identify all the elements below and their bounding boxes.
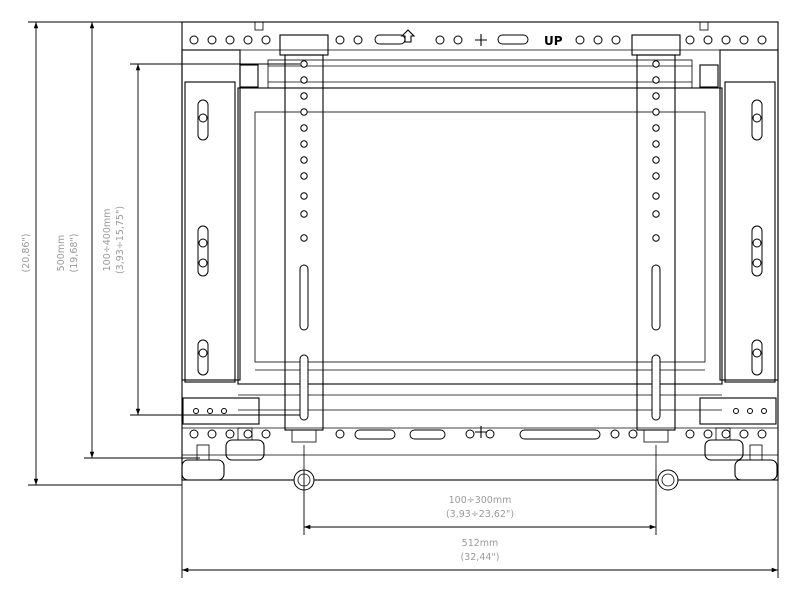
right-side-bracket — [699, 49, 779, 425]
plate-hole — [610, 429, 620, 439]
plate-hole — [703, 35, 713, 45]
dimension-overall-width — [181, 480, 779, 578]
plate-hole — [243, 35, 253, 45]
plate-hole — [593, 35, 603, 45]
arm-hole — [652, 76, 660, 84]
arm-hole — [300, 76, 308, 84]
plate-hole — [189, 35, 199, 45]
vesa-arm-holes — [300, 60, 660, 242]
plate-hole — [335, 35, 345, 45]
right-vesa-arm — [631, 34, 681, 491]
bracket-height-in-label: (19,68") — [69, 234, 80, 273]
plate-hole — [685, 429, 695, 439]
arm-hole — [300, 108, 308, 116]
dimension-vesa-vertical — [130, 63, 300, 416]
plate-hole — [243, 429, 253, 439]
plate-hole — [685, 35, 695, 45]
adjustment-knobs — [181, 427, 778, 481]
arm-hole — [652, 140, 660, 148]
vesa-vertical-mm-label: 100÷400mm — [102, 209, 113, 272]
plate-hole — [757, 35, 767, 45]
plate-hole — [465, 429, 475, 439]
plate-hole — [628, 429, 638, 439]
up-label: UP — [544, 34, 563, 48]
plate-hole — [721, 429, 731, 439]
vesa-horizontal-in-label: (3,93÷23,62") — [446, 509, 514, 520]
plate-holes — [189, 35, 767, 439]
dimension-vesa-horizontal — [303, 470, 657, 535]
overall-width-mm-label: 512mm — [462, 538, 499, 549]
plate-hole — [721, 35, 731, 45]
arm-hole — [652, 210, 660, 218]
overall-width-in-label: (32,44") — [461, 552, 500, 563]
plate-hole — [225, 35, 235, 45]
vesa-horizontal-mm-label: 100÷300mm — [449, 495, 512, 506]
plate-hole — [207, 429, 217, 439]
arm-hole — [300, 192, 308, 200]
arm-hole — [300, 234, 308, 242]
arm-hole — [652, 172, 660, 180]
arm-hole — [652, 124, 660, 132]
left-side-bracket — [181, 49, 260, 425]
plate-hole — [453, 35, 463, 45]
plate-hole — [261, 35, 271, 45]
plate-hole — [757, 429, 767, 439]
arm-hole — [300, 172, 308, 180]
plate-hole — [703, 429, 713, 439]
arm-hole — [300, 140, 308, 148]
arm-hole — [300, 92, 308, 100]
arm-hole — [300, 124, 308, 132]
bracket-height-mm-label: 500mm — [56, 235, 67, 272]
plate-hole — [739, 429, 749, 439]
plate-hole — [353, 35, 363, 45]
dimension-bracket-height — [84, 21, 200, 459]
plate-hole — [189, 429, 199, 439]
arm-hole — [652, 92, 660, 100]
arm-hole — [652, 156, 660, 164]
plate-hole — [435, 35, 445, 45]
wall-plate — [181, 21, 779, 481]
plate-hole — [611, 35, 621, 45]
plate-hole — [261, 429, 271, 439]
arm-hole — [652, 234, 660, 242]
arm-hole — [300, 210, 308, 218]
arm-hole — [300, 60, 308, 68]
arm-hole — [300, 156, 308, 164]
arm-hole — [652, 108, 660, 116]
vesa-vertical-in-label: (3,93÷15,75") — [115, 206, 126, 274]
plate-hole — [207, 35, 217, 45]
plate-hole — [739, 35, 749, 45]
plate-hole — [335, 429, 345, 439]
left-vesa-arm — [279, 34, 329, 491]
plate-hole — [485, 429, 495, 439]
plate-hole — [575, 35, 585, 45]
arm-hole — [652, 192, 660, 200]
overall-height-label: (20,86") — [21, 234, 32, 273]
plate-hole — [225, 429, 235, 439]
arm-hole — [652, 60, 660, 68]
display-frame — [237, 59, 723, 411]
